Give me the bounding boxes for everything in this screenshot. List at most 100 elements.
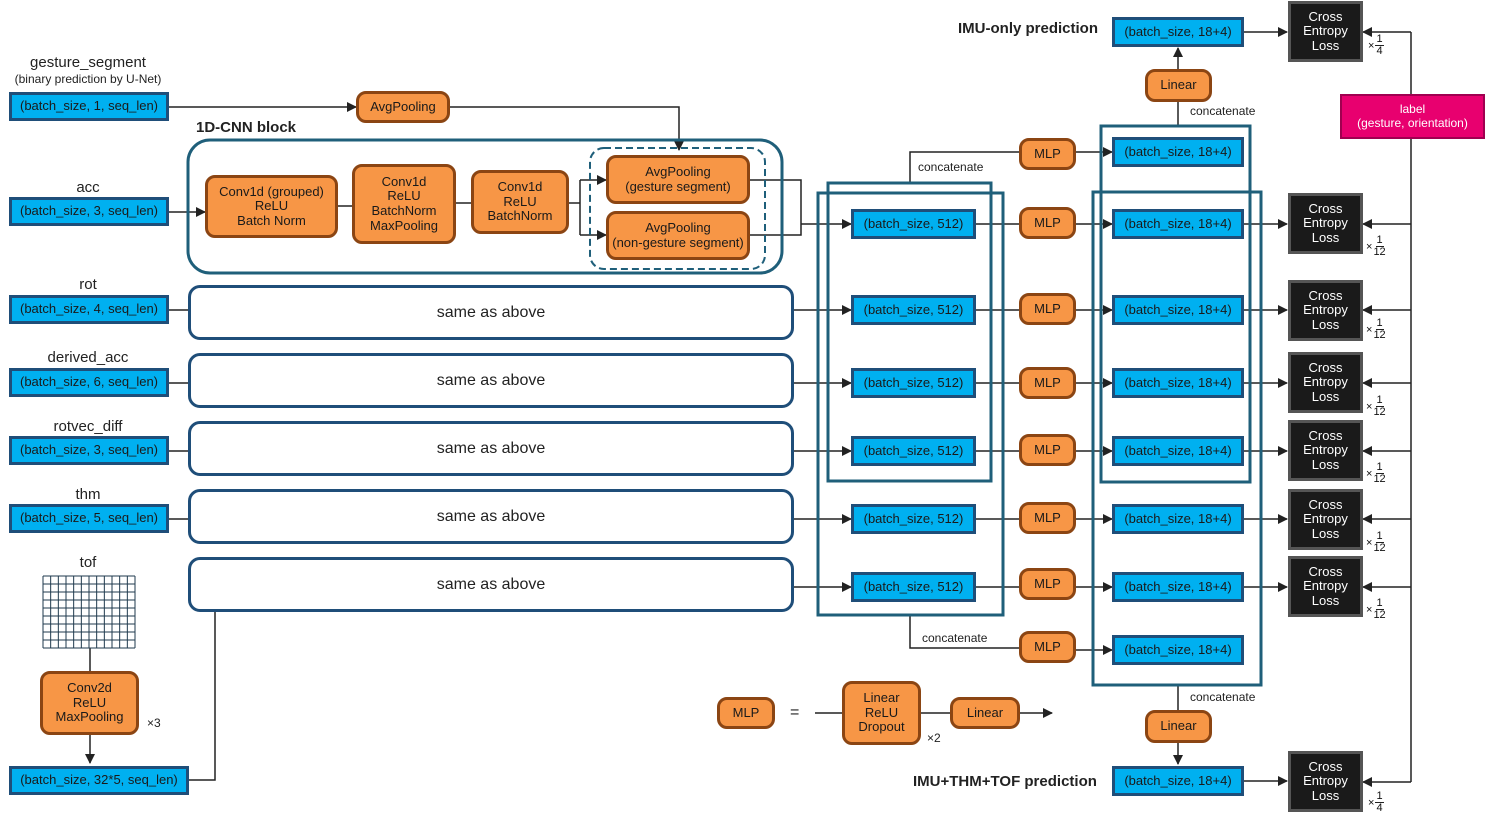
mlp-acc: MLP (1019, 207, 1076, 239)
imu-thm-tof-title: IMU+THM+TOF prediction (913, 773, 1097, 790)
tof-input: (batch_size, 32*5, seq_len) (9, 766, 189, 795)
cnn-block-thm: same as above (188, 489, 794, 544)
label-subtitle: (gesture, orientation) (1357, 115, 1468, 130)
mlp-rot: MLP (1019, 293, 1076, 325)
times-sign: × (1368, 796, 1375, 809)
mlp-derived-acc: MLP (1019, 367, 1076, 399)
mlp-rotvec-diff: MLP (1019, 434, 1076, 466)
loss-line-1: Cross (1308, 758, 1343, 774)
legend-repeat: ×2 (927, 731, 941, 745)
conv-pool-norm: BatchNorm (371, 203, 437, 218)
feature-acc: (batch_size, 512) (851, 209, 976, 239)
avgpool-nongesture-note: (non-gesture segment) (612, 234, 744, 250)
gesture-segment-note: (binary prediction by U-Net) (14, 72, 162, 86)
weight-num: 1 (1375, 33, 1384, 46)
loss-line-1: Cross (1308, 359, 1343, 375)
loss-line-3: Loss (1311, 592, 1340, 608)
legend-relu-line: ReLU (864, 704, 899, 720)
loss-line-1: Cross (1308, 496, 1343, 512)
weight-num: 1 (1375, 597, 1384, 610)
imu-concat-frame (826, 181, 993, 483)
tof-repeat-label: ×3 (147, 716, 161, 730)
conv-norm-batchnorm: BatchNorm (487, 208, 553, 224)
conv-grouped-line: Conv1d (grouped) (219, 183, 324, 199)
cnn-block-rotvec-diff: same as above (188, 421, 794, 476)
tof-pool-line: MaxPooling (55, 709, 124, 725)
legend-dropout-line: Dropout (858, 719, 905, 735)
concatenate-imu-label: concatenate (918, 160, 984, 174)
tof-conv-line: Conv2d (67, 680, 112, 696)
thm-label: thm (75, 486, 101, 503)
feature-thm: (batch_size, 512) (851, 504, 976, 534)
avgpool-non-gesture-segment: AvgPooling (non-gesture segment) (606, 211, 750, 260)
legend-linear-relu-dropout: Linear ReLU Dropout (842, 681, 921, 745)
linear-imu-only: Linear (1145, 69, 1212, 102)
out-rot: (batch_size, 18+4) (1112, 295, 1244, 325)
avgpool-gesture-input: AvgPooling (356, 91, 450, 123)
legend-linear: Linear (950, 697, 1020, 729)
conv-norm-line: Conv1d (497, 179, 543, 195)
times-sign: × (1368, 39, 1375, 52)
legend-equals: = (790, 704, 800, 721)
loss-line-1: Cross (1308, 427, 1343, 443)
loss-line-1: Cross (1308, 8, 1343, 24)
avgpool-gesture-title: AvgPooling (645, 163, 711, 179)
derived-acc-input: (batch_size, 6, seq_len) (9, 368, 169, 397)
tof-relu-line: ReLU (72, 694, 107, 710)
conv-grouped-relu: ReLU (254, 198, 289, 214)
gesture-segment-label: gesture_segment (30, 54, 146, 71)
avgpool-gesture-segment: AvgPooling (gesture segment) (606, 155, 750, 204)
loss-line-1: Cross (1308, 200, 1343, 216)
loss-line-3: Loss (1311, 229, 1340, 245)
linear-full: Linear (1145, 710, 1212, 743)
weight-num: 1 (1375, 530, 1384, 543)
imu-only-title: IMU-only prediction (958, 20, 1098, 37)
mlp-imu-concat: MLP (1019, 138, 1076, 170)
gesture-segment-input: (batch_size, 1, seq_len) (9, 92, 169, 121)
feature-rot: (batch_size, 512) (851, 295, 976, 325)
weight-den: 12 (1373, 329, 1386, 341)
weight-den: 12 (1373, 473, 1386, 485)
feature-rotvec-diff: (batch_size, 512) (851, 436, 976, 466)
mlp-all-concat: MLP (1019, 631, 1076, 663)
cnn-block-title: 1D-CNN block (196, 119, 297, 136)
pooling-group-frame (589, 147, 766, 270)
weight-num: 1 (1375, 461, 1384, 474)
weight-den: 4 (1376, 802, 1383, 814)
tof-label: tof (79, 554, 97, 571)
weight-den: 4 (1376, 45, 1383, 57)
loss-line-1: Cross (1308, 287, 1343, 303)
loss-line-2: Entropy (1303, 442, 1348, 458)
weight-num: 1 (1375, 317, 1384, 330)
weight-num: 1 (1375, 234, 1384, 247)
mlp-thm: MLP (1019, 502, 1076, 534)
weight-den: 12 (1373, 246, 1386, 258)
loss-line-2: Entropy (1303, 215, 1348, 231)
tof-conv2d-block: Conv2d ReLU MaxPooling (40, 671, 139, 735)
concatenate-all-label: concatenate (922, 631, 988, 645)
loss-line-3: Loss (1311, 316, 1340, 332)
loss-line-3: Loss (1311, 525, 1340, 541)
feature-derived-acc: (batch_size, 512) (851, 368, 976, 398)
loss-line-1: Cross (1308, 563, 1343, 579)
cnn-block-tof: same as above (188, 557, 794, 612)
loss-line-2: Entropy (1303, 374, 1348, 390)
imu-thm-tof-output: (batch_size, 18+4) (1112, 766, 1244, 796)
rot-input: (batch_size, 4, seq_len) (9, 295, 169, 324)
conv-pool-line: Conv1d (381, 173, 427, 189)
loss-line-3: Loss (1311, 456, 1340, 472)
legend-mlp: MLP (717, 697, 775, 729)
out-rotvec-diff: (batch_size, 18+4) (1112, 436, 1244, 466)
